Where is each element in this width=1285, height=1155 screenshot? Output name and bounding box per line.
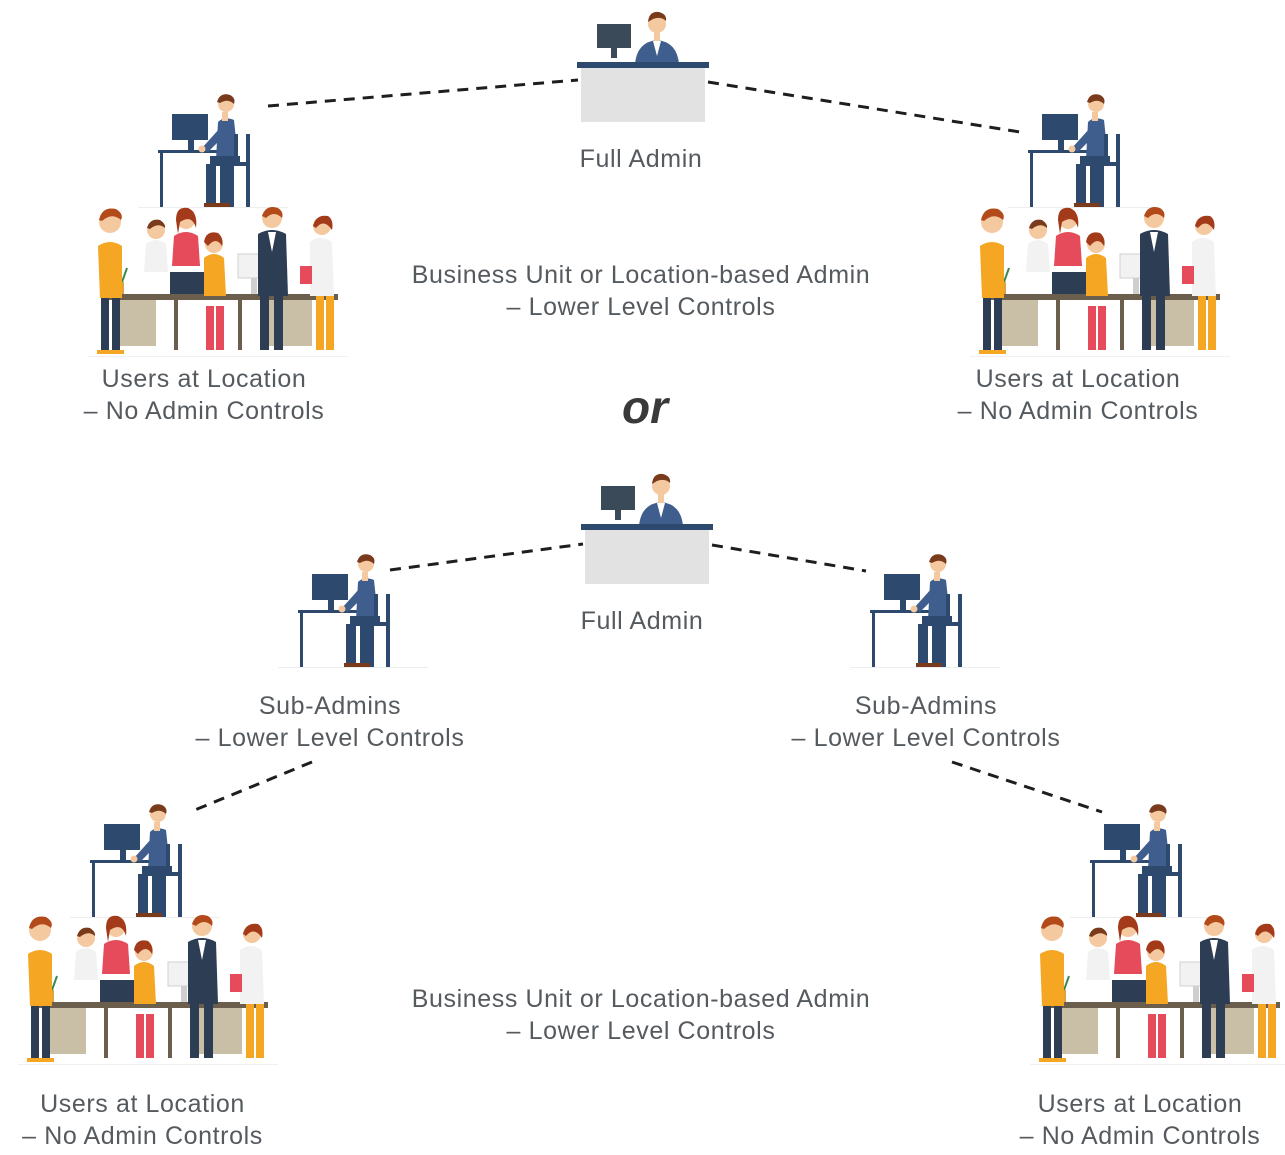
connector-line (951, 760, 1103, 814)
office-team-icon (87, 206, 349, 358)
bu-admin-label: Business Unit or Location-based Admin – … (411, 985, 871, 1045)
bu-admin-label: Business Unit or Location-based Admin – … (411, 261, 871, 321)
office-team-icon (969, 206, 1231, 358)
users-location-label-left: Users at Location – No Admin Controls (83, 365, 325, 425)
location-admin-icon (138, 94, 288, 208)
connector-line (707, 80, 1021, 134)
location-admin-icon (70, 804, 220, 918)
users-location-label-left: Users at Location – No Admin Controls (22, 1090, 263, 1150)
full-admin-desk-icon (577, 11, 709, 123)
sub-admin-icon (278, 554, 428, 668)
connector-line (267, 78, 579, 108)
location-admin-icon (1070, 804, 1220, 918)
sub-admin-label-right: Sub-Admins – Lower Level Controls (791, 692, 1061, 752)
full-admin-label: Full Admin (580, 607, 704, 635)
or-separator: or (622, 381, 668, 433)
location-admin-icon (1008, 94, 1158, 208)
connector-line (711, 543, 867, 573)
connector-line (189, 760, 313, 814)
office-team-icon (1029, 914, 1285, 1066)
sub-admin-label-left: Sub-Admins – Lower Level Controls (195, 692, 465, 752)
full-admin-desk-icon (581, 473, 713, 584)
users-location-label-right: Users at Location – No Admin Controls (1019, 1090, 1261, 1150)
connector-line (389, 542, 584, 572)
users-location-label-right: Users at Location – No Admin Controls (957, 365, 1199, 425)
sub-admin-icon (850, 554, 1000, 668)
full-admin-label: Full Admin (579, 145, 703, 173)
office-team-icon (17, 914, 279, 1066)
